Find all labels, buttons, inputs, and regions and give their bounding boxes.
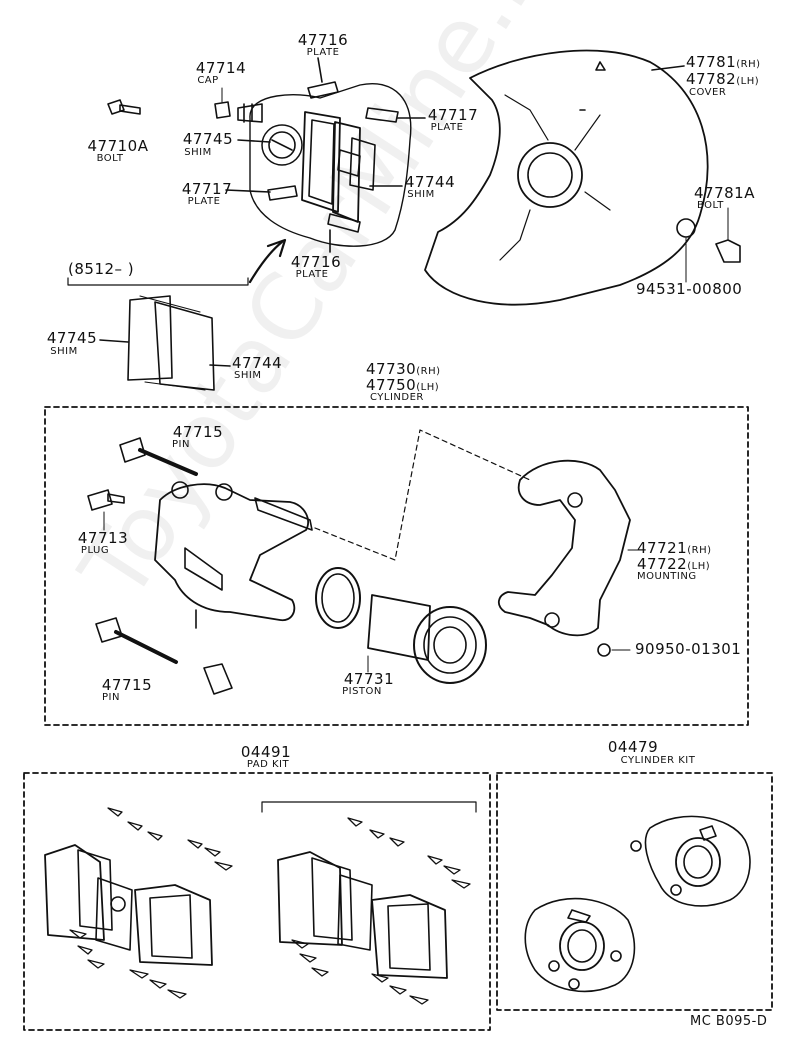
pad-kit-left-pads [44, 844, 213, 966]
part-name-47745-bottom: SHIM [50, 346, 78, 357]
part-name-47714: CAP [197, 75, 219, 86]
cap-part [214, 87, 231, 119]
cylinder-kit-lower [524, 897, 636, 993]
part-number-47713: 47713 [77, 529, 129, 547]
part-number-47750: 47750(LH) [366, 376, 440, 394]
part-number-47745-top: 47745 [182, 130, 234, 148]
part-number-47745-bottom: 47745 [46, 329, 98, 347]
plug-part [87, 489, 125, 531]
part-number-47710a: 47710A [87, 137, 149, 155]
pad-kit-right-pads [277, 851, 448, 979]
part-name-pad-kit: PAD KIT [246, 759, 290, 770]
mounting-bracket-part [498, 459, 641, 657]
arrow-up [67, 238, 287, 286]
assembly-line [314, 429, 531, 561]
dust-cover-part [424, 49, 709, 306]
piston-part [315, 567, 487, 684]
part-name-47744-bottom: SHIM [234, 370, 262, 381]
part-name-47716-top: PLATE [306, 47, 340, 58]
bolt-47781a-part [676, 207, 741, 283]
part-number-47717-left: 47717 [181, 180, 233, 198]
part-number-90950: 90950-01301 [635, 640, 742, 658]
part-name-47745-top: SHIM [184, 147, 212, 158]
part-number-47781a: 47781A [694, 184, 755, 202]
part-number-47716-bottom: 47716 [290, 253, 342, 271]
part-number-47782: 47782(LH) [686, 70, 760, 88]
part-number-47714: 47714 [195, 59, 247, 77]
part-name-47781a: BOLT [697, 200, 724, 211]
part-name-cylinder-kit: CYLINDER KIT [620, 755, 696, 766]
part-name-47717-right: PLATE [430, 122, 464, 133]
part-number-04491: 04491 [240, 743, 292, 761]
part-name-47716-bottom: PLATE [295, 269, 329, 280]
part-number-47730: 47730(RH) [366, 360, 441, 378]
part-name-47717-left: PLATE [187, 196, 221, 207]
shims-group [99, 295, 231, 391]
pin-lower-part [95, 617, 178, 664]
part-number-47715-bottom: 47715 [101, 676, 153, 694]
part-name-cover: COVER [689, 87, 727, 98]
part-number-94531: 94531-00800 [636, 280, 743, 298]
cylinder-kit-box [496, 772, 773, 1011]
part-number-47731: 47731 [343, 670, 395, 688]
part-number-04479: 04479 [607, 738, 659, 756]
part-name-47731: PISTON [342, 686, 382, 697]
pin-upper-part [119, 437, 198, 476]
part-name-cylinder: CYLINDER [370, 392, 424, 403]
part-name-47713: PLUG [80, 545, 110, 556]
part-name-mounting: MOUNTING [637, 571, 697, 582]
part-number-47722: 47722(LH) [637, 555, 711, 573]
caliper-body-part [154, 481, 313, 695]
date-range: (8512– ) [68, 260, 135, 278]
part-number-47781: 47781(RH) [686, 53, 761, 71]
figure-code: MC B095-D [690, 1014, 768, 1029]
part-name-47715-top: PIN [172, 439, 190, 450]
part-name-47744-top: SHIM [407, 189, 435, 200]
part-number-47721: 47721(RH) [637, 539, 712, 557]
part-number-47715-top: 47715 [172, 423, 224, 441]
part-number-47717-right: 47717 [427, 106, 479, 124]
pad-kit-clips [69, 807, 471, 1005]
part-name-47710a: BOLT [96, 153, 124, 164]
part-number-47744-bottom: 47744 [232, 354, 283, 372]
upper-caliper-assembly [225, 57, 426, 253]
part-name-47715-bottom: PIN [102, 692, 120, 703]
cylinder-assembly-box [44, 406, 749, 726]
bolt-47710a-part [107, 99, 141, 115]
part-number-47716-top: 47716 [297, 31, 349, 49]
pad-kit-box [23, 772, 491, 1031]
cylinder-kit-upper [630, 815, 751, 907]
part-number-47744-top: 47744 [404, 173, 456, 191]
